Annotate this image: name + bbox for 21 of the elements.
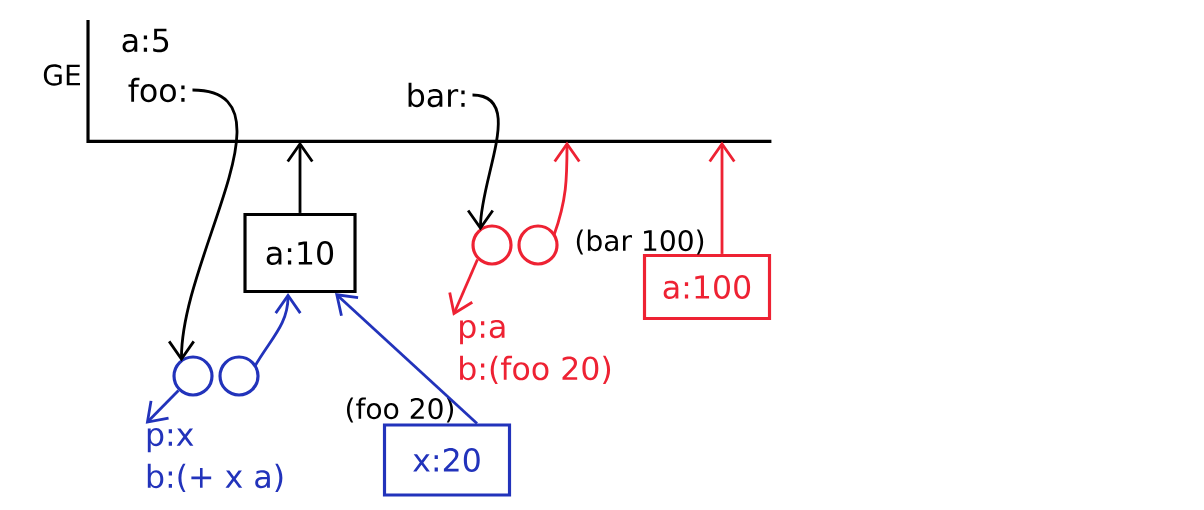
procedure-text: p:x b:(+ x a) (147, 428, 283, 493)
arrow (145, 389, 180, 424)
frame-label: GE (43, 64, 80, 86)
frame-label: (foo 20) (346, 397, 454, 423)
arrow (168, 88, 239, 362)
frame-box: a:10 (243, 212, 357, 294)
arrow (552, 141, 581, 236)
arrow (253, 293, 302, 367)
arrow (286, 141, 314, 213)
binding-text: a:5 (122, 28, 169, 53)
closure-circles (471, 224, 559, 266)
frame-label: (bar 100) (576, 229, 704, 255)
arrow (335, 293, 478, 425)
arrow (708, 141, 736, 254)
binding-text: foo: (128, 77, 185, 103)
binding-text: bar: (408, 82, 465, 108)
frame-box: x:20 (382, 423, 512, 497)
procedure-text: p:a b:(foo 20) (460, 320, 611, 385)
arrow (448, 259, 479, 316)
arrow (467, 93, 500, 231)
closure-circles (172, 355, 260, 397)
